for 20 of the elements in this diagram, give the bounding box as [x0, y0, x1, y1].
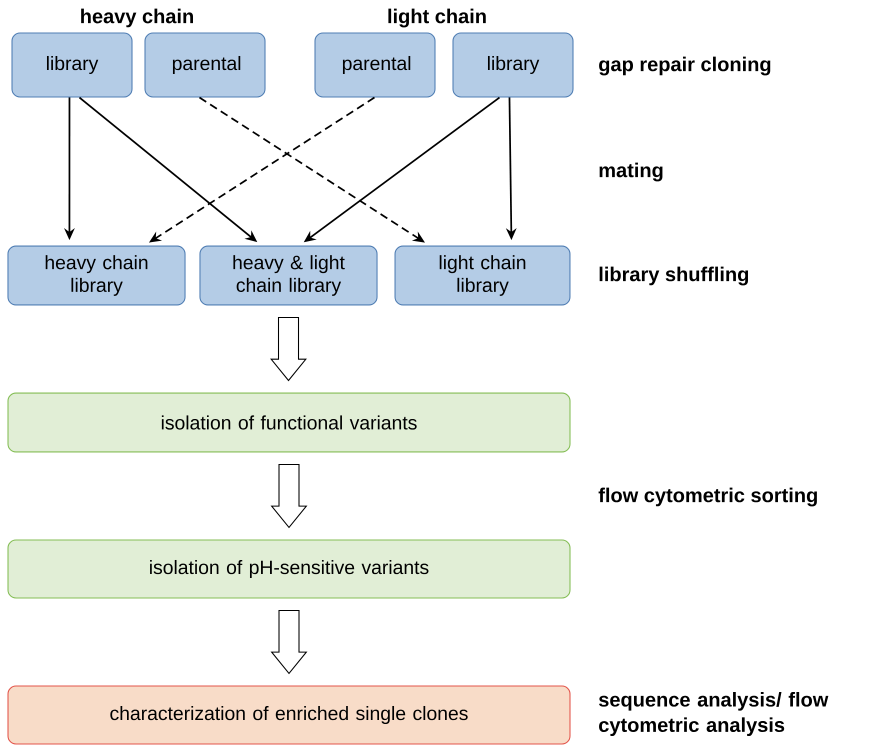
process-box: characterization of enriched single clones	[7, 685, 571, 745]
process-box: heavy & light chain library	[199, 246, 378, 306]
block-arrow	[270, 316, 307, 382]
stage-label: sequence analysis/ flow cytometric analysis	[598, 692, 828, 736]
stage-label: library shuffling	[600, 266, 748, 286]
stage-label: flow cytometric sorting	[598, 488, 817, 506]
process-box: light chain library	[394, 246, 570, 306]
block-arrow	[270, 464, 308, 528]
stage-label: mating	[600, 162, 662, 182]
stage-label: heavy chain	[81, 8, 193, 28]
stage-label: light chain	[388, 8, 486, 28]
process-box: heavy chain library	[7, 246, 186, 306]
process-box: parental	[314, 32, 436, 98]
block-arrow	[270, 610, 308, 674]
process-box: isolation of pH-sensitive variants	[7, 539, 571, 599]
process-box: parental	[144, 32, 266, 98]
process-box: isolation of functional variants	[7, 392, 571, 452]
process-box: library	[452, 32, 574, 98]
stage-label: gap repair cloning	[599, 56, 770, 76]
process-box: library	[11, 32, 133, 98]
